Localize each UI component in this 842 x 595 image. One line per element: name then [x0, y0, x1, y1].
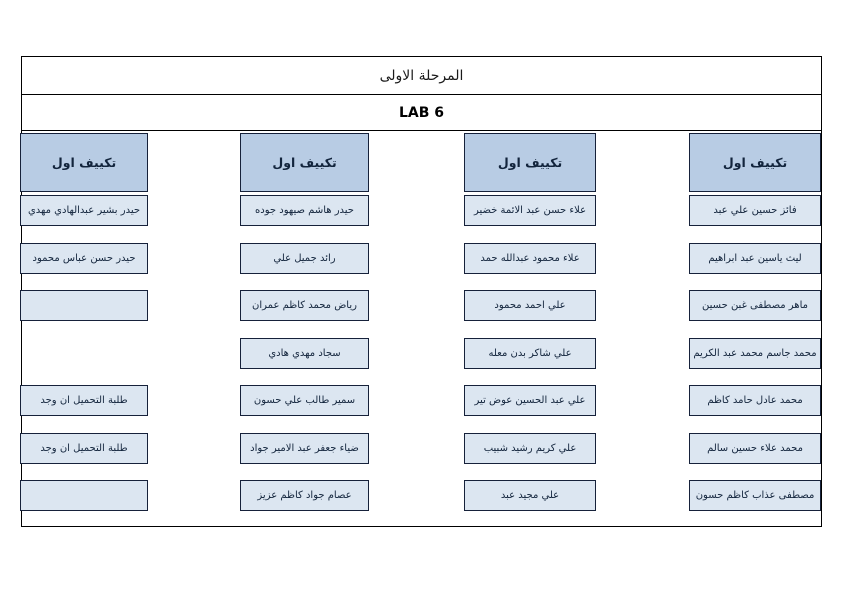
columns-grid: تكييف اول فائز حسين علي عبد ليث ياسين عب… [20, 131, 821, 526]
student-cell[interactable]: محمد علاء حسين سالم [689, 433, 821, 464]
group-header-3: تكييف اول [240, 133, 369, 192]
student-cell[interactable]: ضياء جعفر عبد الامير جواد [240, 433, 369, 464]
sheet-lab-row: LAB 6 [22, 95, 821, 131]
student-cell[interactable]: رياض محمد كاظم عمران [240, 290, 369, 321]
student-cell[interactable]: طلبة التحميل ان وجد [20, 385, 148, 416]
student-cell[interactable]: محمد عادل حامد كاظم [689, 385, 821, 416]
student-cell[interactable]: طلبة التحميل ان وجد [20, 433, 148, 464]
student-cell[interactable]: محمد جاسم محمد عبد الكريم [689, 338, 821, 369]
student-cell[interactable]: علي شاكر بدن معله [464, 338, 596, 369]
student-cell[interactable]: علاء محمود عبدالله حمد [464, 243, 596, 274]
sheet-title-row: المرحلة الاولى [22, 57, 821, 95]
lab-label: LAB 6 [398, 104, 445, 121]
student-cell[interactable]: سمير طالب علي حسون [240, 385, 369, 416]
student-cell[interactable]: ماهر مصطفى غبن حسين [689, 290, 821, 321]
student-cell[interactable]: حيدر هاشم صيهود جوده [240, 195, 369, 226]
student-cell[interactable]: حيدر بشير عبدالهادي مهدي [20, 195, 148, 226]
student-cell[interactable]: عصام جواد كاظم عزيز [240, 480, 369, 511]
student-cell[interactable]: رائد جميل علي [240, 243, 369, 274]
student-cell[interactable]: مصطفى عذاب كاظم حسون [689, 480, 821, 511]
student-cell[interactable]: علي احمد محمود [464, 290, 596, 321]
student-cell[interactable]: علي كريم رشيد شبيب [464, 433, 596, 464]
group-header-1: تكييف اول [689, 133, 821, 192]
student-cell[interactable]: فائز حسين علي عبد [689, 195, 821, 226]
student-cell[interactable]: ليث ياسين عبد ابراهيم [689, 243, 821, 274]
student-cell[interactable]: علاء حسن عبد الائمة خضير [464, 195, 596, 226]
group-header-2: تكييف اول [464, 133, 596, 192]
student-cell[interactable]: علي عبد الحسين عوض تير [464, 385, 596, 416]
group-header-4: تكييف اول [20, 133, 148, 192]
student-cell[interactable]: سجاد مهدي هادي [240, 338, 369, 369]
page-title: المرحلة الاولى [379, 67, 464, 84]
student-cell-empty[interactable] [20, 480, 148, 511]
student-cell-empty[interactable] [20, 290, 148, 321]
student-cell[interactable]: علي مجيد عبد [464, 480, 596, 511]
student-cell[interactable]: حيدر حسن عباس محمود [20, 243, 148, 274]
lab-distribution-table: المرحلة الاولى LAB 6 تكييف اول فائز حسين… [20, 56, 822, 527]
